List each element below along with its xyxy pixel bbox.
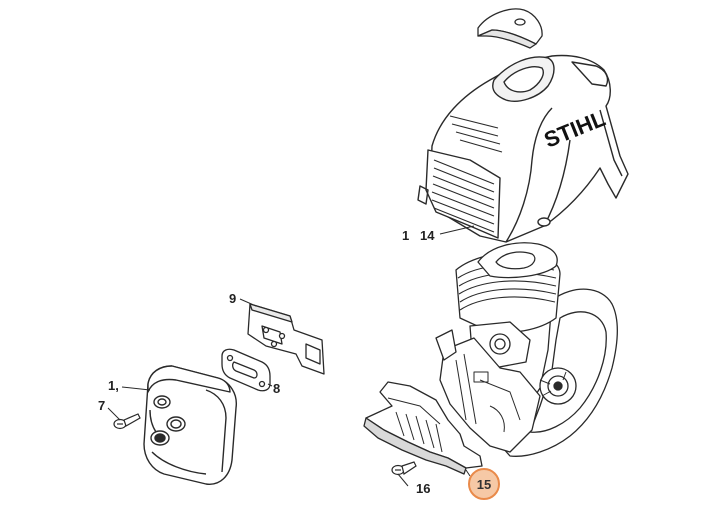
leader-line-screw-left — [108, 408, 120, 420]
leader-line-cover — [440, 226, 474, 234]
heat-shield-plate-part — [248, 304, 324, 374]
callout-label-plate[interactable]: 9 — [229, 291, 237, 306]
engine-shroud-part — [418, 56, 628, 242]
guard-part — [364, 382, 482, 474]
callout-label-screw-left[interactable]: 7 — [98, 398, 106, 413]
gasket-part — [222, 349, 270, 391]
callout-label-cover-b[interactable]: 14 — [420, 228, 435, 243]
screw-bottom-part — [392, 462, 416, 475]
callout-label-muffler[interactable]: 1, — [108, 378, 119, 393]
leader-line-muffler — [122, 387, 150, 390]
leader-line-plate — [240, 299, 256, 306]
top-cap-part — [478, 9, 542, 48]
leader-line-gasket — [268, 384, 272, 386]
engine-block-part — [436, 243, 617, 457]
callout-label-screw-bottom[interactable]: 16 — [416, 481, 431, 496]
muffler-part — [144, 366, 236, 484]
callout-label-guard-highlighted[interactable]: 15 — [468, 468, 500, 500]
callout-label-gasket[interactable]: 8 — [273, 381, 281, 396]
leader-line-screw-bottom — [398, 474, 408, 486]
callout-label-cover-a[interactable]: 1 — [402, 228, 410, 243]
screw-left-part — [114, 414, 140, 429]
